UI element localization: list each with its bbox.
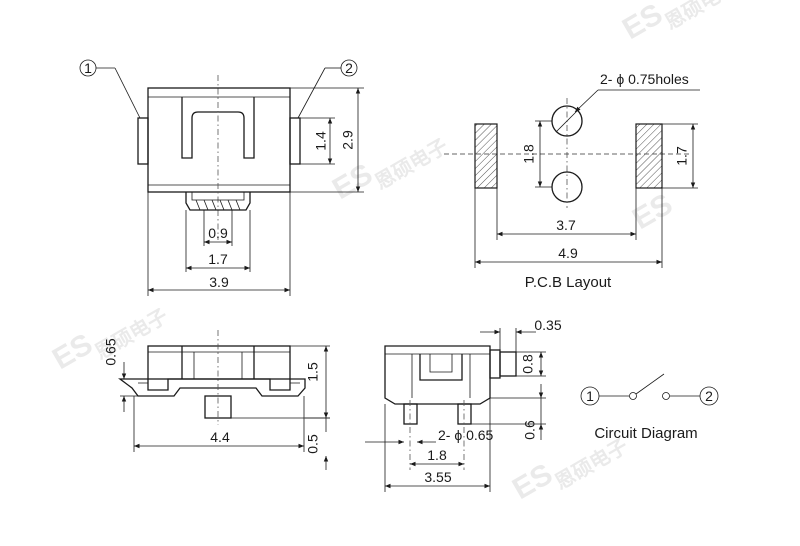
dim-top: 0.35 (534, 317, 561, 333)
top-view: 1 2 0.9 1.7 (79, 59, 364, 296)
side-actuator (499, 351, 517, 377)
watermark-cn: 恩硕电子 (551, 434, 632, 494)
watermark-es: ES (327, 157, 378, 206)
dim-height: 1.5 (305, 362, 321, 382)
dim-front-width: 4.4 (210, 429, 230, 445)
watermark-es: ES (507, 457, 558, 506)
dim-stem-width: 1.7 (208, 251, 228, 267)
circuit-contact-right (662, 392, 670, 400)
top-body-outline (147, 87, 291, 193)
dim-outer: 4.9 (558, 245, 578, 261)
dim-pin-pitch: 1.8 (427, 447, 447, 463)
circuit-caption: Circuit Diagram (594, 425, 697, 442)
dim-stem-inner: 0.9 (208, 225, 228, 241)
dim-standoff: 0.5 (305, 434, 321, 454)
holes-note: 2- ϕ 0.75holes (600, 71, 689, 87)
watermark-es: ES (627, 187, 678, 236)
dim-total-width: 3.9 (209, 274, 229, 290)
watermark-cn: 恩硕电子 (661, 0, 742, 34)
right-terminal (289, 117, 301, 165)
front-view: 0.65 1.5 0.5 4.4 (103, 330, 330, 470)
dim-right-lower: 0.6 (522, 420, 538, 440)
front-stem (204, 395, 232, 419)
dim-pad-height: 1.7 (674, 146, 690, 166)
circuit-pin2-circle (699, 386, 719, 406)
circuit-contact-left (629, 392, 637, 400)
pcb-pad-left (474, 123, 498, 189)
front-body (147, 345, 291, 380)
side-pin-left (403, 403, 418, 425)
actuator-stem (185, 192, 251, 211)
pcb-layout: 2- ϕ 0.75holes 1.8 1.7 3.7 4.9 P.C (444, 71, 700, 291)
watermark-es: ES (47, 327, 98, 376)
circuit-switch-arm (635, 373, 665, 395)
callout-pin1-label: 1 (84, 60, 92, 76)
circuit-pin2-label: 2 (705, 388, 713, 404)
dim-lead: 0.65 (103, 338, 119, 365)
pin-note: 2- ϕ 0.65 (438, 427, 494, 443)
dim-body-height: 2.9 (340, 130, 356, 150)
circuit-pin1-label: 1 (586, 388, 594, 404)
dim-pad-height: 1.4 (313, 131, 329, 151)
dim-right-upper: 0.8 (520, 354, 536, 374)
left-terminal (137, 117, 149, 165)
callout-pin2-label: 2 (345, 60, 353, 76)
pcb-caption: P.C.B Layout (525, 274, 612, 291)
pcb-pad-right (635, 123, 663, 189)
watermark-cn: 恩硕电子 (371, 134, 452, 194)
side-body (384, 345, 491, 405)
dim-hole-pitch: 1.8 (521, 144, 537, 164)
side-pin-right (457, 403, 472, 425)
side-view: 0.35 0.8 0.6 2- ϕ 0.65 1.8 3.55 (365, 317, 562, 492)
circuit-diagram: 1 2 Circuit Diagram (580, 373, 719, 442)
watermark-es: ES (617, 0, 668, 46)
dim-inner: 3.7 (556, 217, 576, 233)
dim-side-total: 3.55 (424, 469, 451, 485)
front-base (118, 378, 306, 397)
